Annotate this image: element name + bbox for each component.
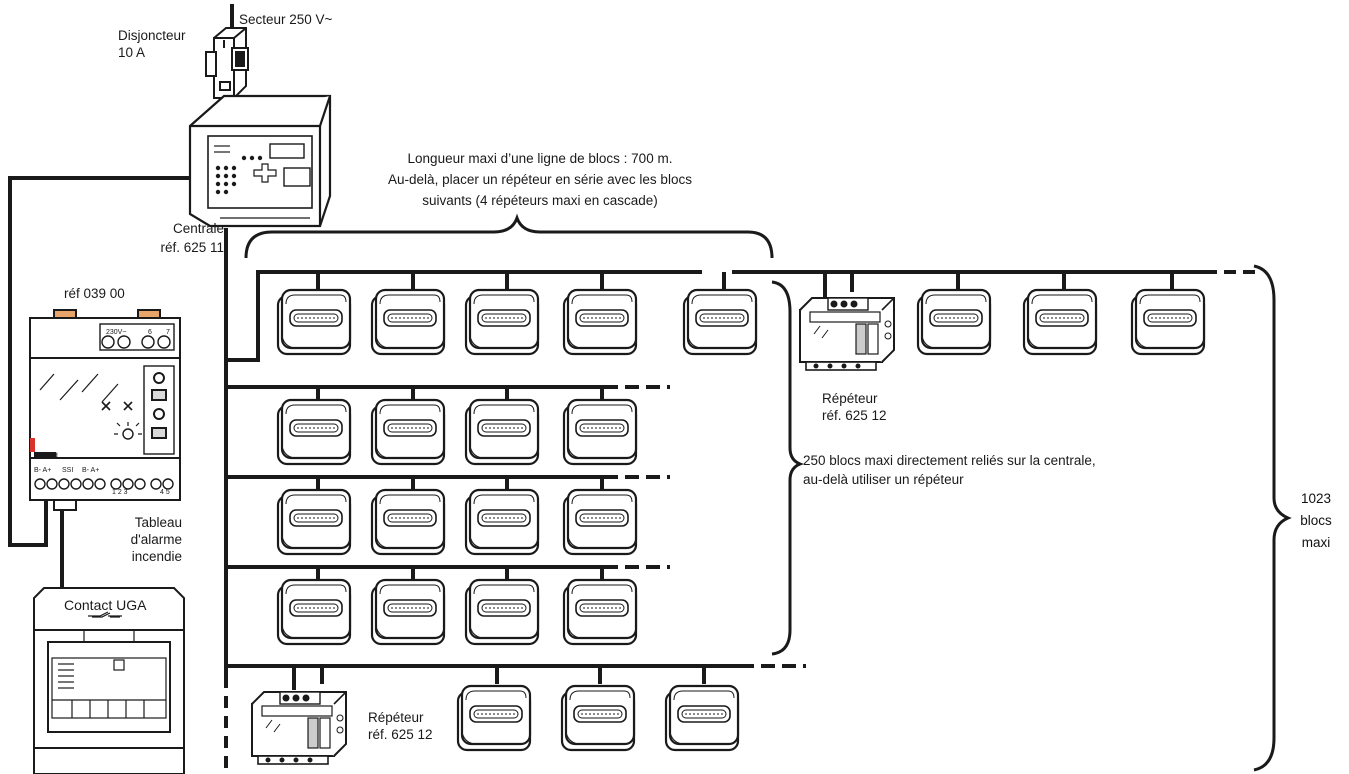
bloc-luminaire (370, 578, 446, 646)
longueur-note-2: Au-delà, placer un répéteur en série ave… (388, 172, 692, 187)
panel-ssi: SSI (62, 467, 73, 474)
bloc-luminaire (456, 684, 532, 752)
bloc-luminaire (916, 288, 992, 356)
bloc-luminaire (464, 578, 540, 646)
secteur-label: Secteur 250 V~ (239, 12, 333, 27)
blocks-row-3 (276, 488, 638, 556)
total-number: 1023 (1300, 491, 1332, 506)
panel-terminal-6: 6 (148, 329, 152, 336)
tableau-label-1: Tableau (134, 515, 182, 530)
longueur-note-1: Longueur maxi d’une ligne de blocs : 700… (407, 151, 673, 166)
bloc-luminaire (276, 488, 352, 556)
bloc-luminaire (560, 684, 636, 752)
centrale-device (188, 94, 332, 228)
panel-terminals-123: 1 2 3 (112, 489, 128, 496)
tableau-panel-texts: 230V~ 6 7 B- A+ SSI B- A+ 1 2 3 4 5 legr… (34, 329, 170, 496)
centrale-label-1: Centrale (172, 221, 224, 236)
panel-terminals-45: 4 5 (160, 489, 170, 496)
bloc-luminaire (562, 488, 638, 556)
bloc-luminaire (682, 288, 758, 356)
bloc-luminaire (562, 398, 638, 466)
blocks-row-4 (276, 578, 638, 646)
bloc-luminaire (276, 288, 352, 356)
brace-top (244, 213, 774, 259)
bloc-luminaire (276, 578, 352, 646)
bloc-luminaire (464, 398, 540, 466)
blocs-250-note-2: au-delà utiliser un répéteur (803, 472, 964, 487)
bloc-luminaire (664, 684, 740, 752)
panel-b-a-2: B- A+ (82, 467, 99, 474)
longueur-note-3: suivants (4 répéteurs maxi en cascade) (422, 193, 658, 208)
uga-switch-icon (92, 612, 120, 618)
panel-230v: 230V~ (106, 329, 126, 336)
total-unit: blocs (1300, 513, 1332, 528)
contact-uga-device (33, 587, 185, 774)
repeteur-1-label-1: Répéteur (822, 391, 878, 406)
bloc-luminaire (464, 288, 540, 356)
panel-terminal-7: 7 (166, 329, 170, 336)
disjoncteur-label-1: Disjoncteur (118, 28, 186, 43)
drop-lines (292, 272, 1174, 690)
bloc-luminaire (562, 578, 638, 646)
blocks-row-2 (276, 398, 638, 466)
repeteur-device (799, 297, 895, 371)
disjoncteur-label-2: 10 A (118, 45, 146, 60)
repeteur-2-label-2: réf. 625 12 (368, 727, 433, 742)
bloc-luminaire (1022, 288, 1098, 356)
blocks-row-5 (251, 684, 740, 765)
blocs-250-note-1: 250 blocs maxi directement reliés sur la… (803, 453, 1096, 468)
total-qualifier: maxi (1301, 535, 1331, 550)
bloc-luminaire (276, 398, 352, 466)
repeteur-1-label-2: réf. 625 12 (822, 408, 887, 423)
brace-total (1253, 264, 1292, 772)
bloc-luminaire (562, 288, 638, 356)
blocks-row-1 (276, 288, 1206, 371)
disjoncteur-device (205, 27, 249, 99)
tableau-label-3: incendie (131, 549, 182, 564)
contact-uga-label: Contact UGA (64, 597, 147, 613)
bloc-luminaire (370, 288, 446, 356)
bloc-luminaire (370, 488, 446, 556)
panel-brand: legrand (36, 453, 58, 459)
centrale-label-2: réf. 625 11 (160, 240, 224, 255)
bloc-luminaire (1130, 288, 1206, 356)
panel-b-a-1: B- A+ (34, 467, 51, 474)
repeteur-device (251, 691, 347, 765)
tableau-alarme-device (29, 309, 181, 511)
brace-mid-right (771, 280, 805, 656)
bloc-luminaire (370, 398, 446, 466)
ref-tableau-label: réf 039 00 (64, 286, 125, 301)
repeteur-2-label-1: Répéteur (368, 710, 424, 725)
dashed-extensions (224, 270, 1258, 770)
braces (244, 213, 1292, 772)
total-blocs-label: 1023 blocs maxi (1292, 488, 1340, 554)
bloc-luminaire (464, 488, 540, 556)
tableau-label-2: d'alarme (130, 532, 182, 547)
